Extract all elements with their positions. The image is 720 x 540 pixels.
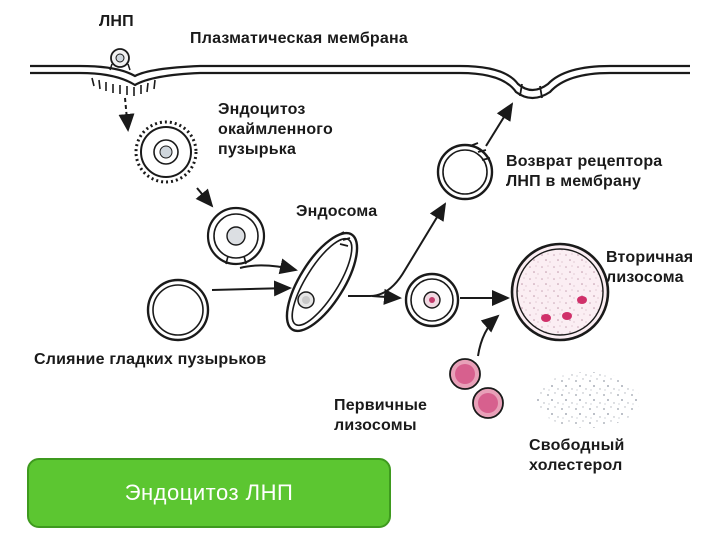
endosome bbox=[274, 223, 371, 341]
ldl-particle bbox=[110, 49, 130, 70]
label-primary-lysosomes: Первичные лизосомы bbox=[334, 396, 427, 436]
arrow-pit-to-vesicle bbox=[125, 98, 128, 130]
arrow-recycling-to-membrane bbox=[486, 104, 512, 146]
label-secondary-lysosome: Вторичная лизосома bbox=[606, 248, 693, 288]
coated-vesicle bbox=[136, 122, 196, 182]
recycling-vesicle bbox=[438, 143, 492, 199]
primary-lysosomes bbox=[450, 359, 503, 418]
label-plasma-membrane: Плазматическая мембрана bbox=[190, 29, 408, 49]
free-cholesterol-cloud bbox=[536, 372, 640, 428]
arrow-smooth-vesicle-to-endosome bbox=[212, 288, 290, 290]
label-receptor-return: Возврат рецептора ЛНП в мембрану bbox=[506, 152, 662, 192]
caption-box: Эндоцитоз ЛНП bbox=[27, 458, 391, 528]
secondary-lysosome bbox=[512, 244, 608, 340]
label-coated-vesicle-endocytosis: Эндоцитоз окаймленного пузырька bbox=[218, 100, 333, 160]
label-free-cholesterol: Свободный холестерол bbox=[529, 436, 625, 476]
label-smooth-vesicle-fusion: Слияние гладких пузырьков bbox=[34, 350, 266, 370]
label-endosome: Эндосома bbox=[296, 202, 377, 222]
arrow-vesicle-to-endosome bbox=[240, 265, 296, 270]
endosome-ldl bbox=[298, 292, 314, 308]
arrow-vesicle-to-uncoated bbox=[197, 188, 212, 206]
arrow-endosome-to-ldl-vesicle bbox=[372, 296, 400, 298]
uncoated-vesicle bbox=[208, 208, 264, 264]
ldl-vesicle bbox=[406, 274, 458, 326]
arrow-primary-lysosomes-to-vesicle bbox=[478, 316, 498, 356]
caption-text: Эндоцитоз ЛНП bbox=[125, 480, 294, 506]
smooth-vesicle bbox=[148, 280, 208, 340]
plasma-membrane bbox=[30, 66, 690, 98]
label-ldl: ЛНП bbox=[99, 12, 134, 32]
